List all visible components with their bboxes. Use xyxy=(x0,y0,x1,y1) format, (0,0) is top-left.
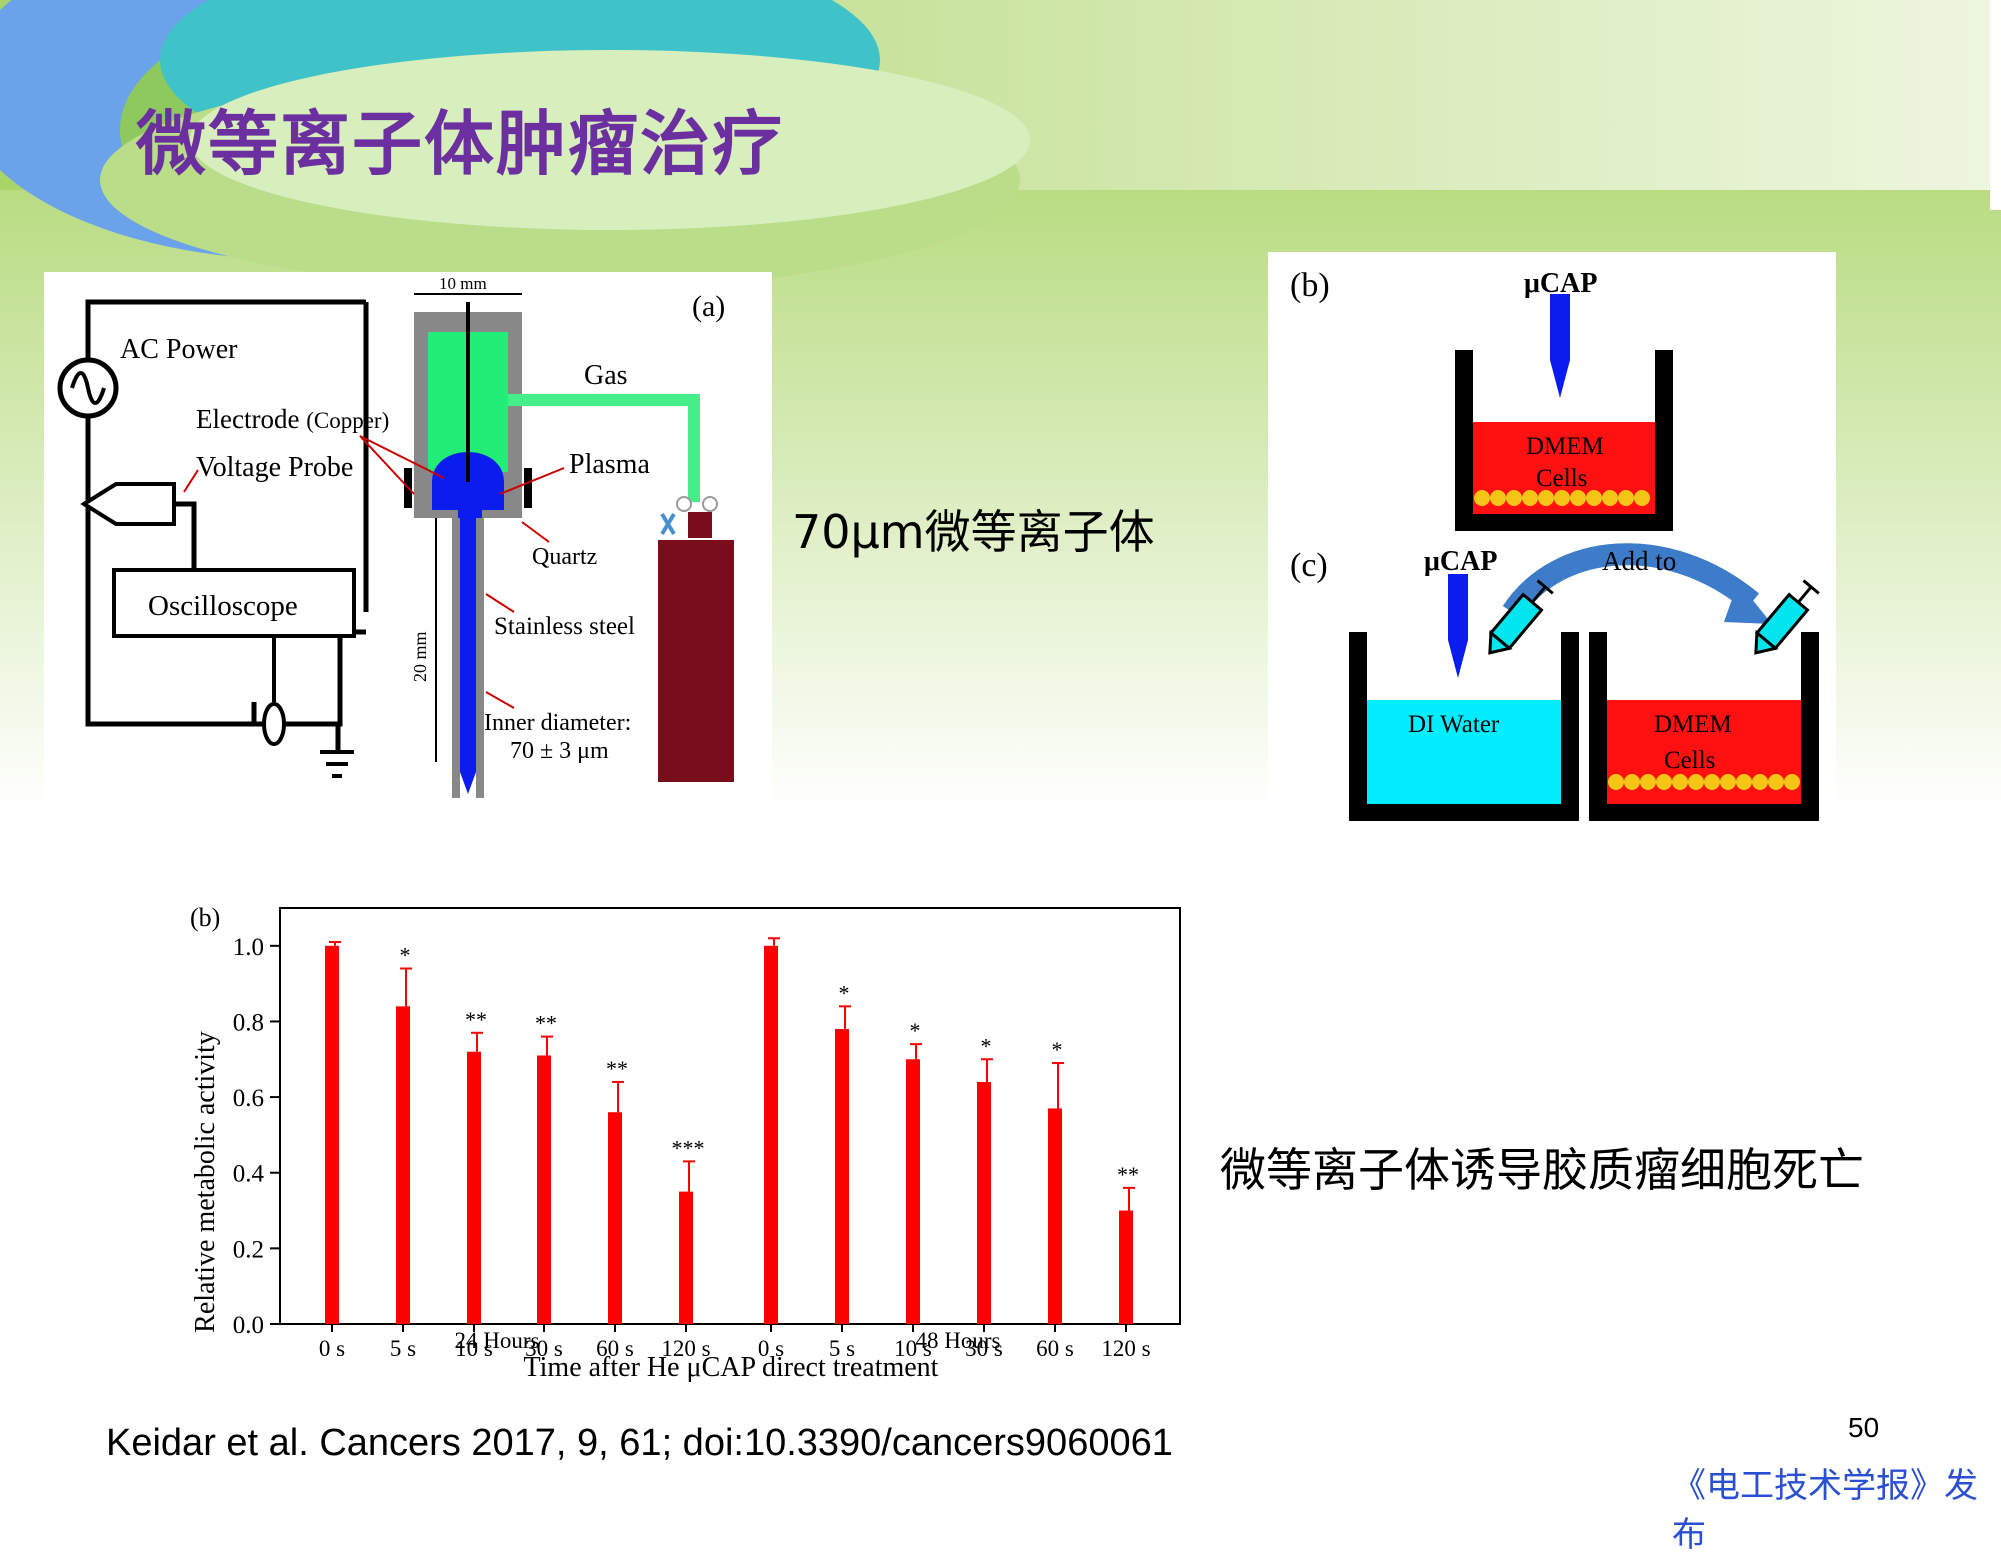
panel-a-label: (a) xyxy=(692,290,725,323)
well-c-water xyxy=(1349,632,1579,821)
bar xyxy=(467,1051,481,1324)
bar xyxy=(764,945,778,1324)
gas-cylinder xyxy=(658,540,734,782)
y-tick-label: 0.0 xyxy=(233,1312,264,1339)
metabolic-activity-chart: (b) Relative metabolic activity Time aft… xyxy=(190,903,1181,1383)
ac-power-label: AC Power xyxy=(120,334,238,365)
slide-title: 微等离子体肿瘤治疗 xyxy=(136,103,784,185)
inner-diameter-value: 70 ± 3 μm xyxy=(510,738,609,764)
ucap-b-label: μCAP xyxy=(1524,268,1597,299)
dmem-b-label: DMEM xyxy=(1526,433,1604,460)
significance-label: * xyxy=(400,943,411,968)
y-tick-label: 1.0 xyxy=(233,934,264,961)
cells-b xyxy=(1474,490,1650,506)
device-caption: 70μm微等离子体 xyxy=(792,505,1155,559)
electrode-label: Electrode (Copper) xyxy=(196,404,389,434)
x-tick-label: 60 s xyxy=(596,1336,634,1361)
ucap-c-jet xyxy=(1448,574,1468,678)
voltage-probe-label: Voltage Probe xyxy=(196,452,353,483)
reference-citation: Keidar et al. Cancers 2017, 9, 61; doi:1… xyxy=(106,1422,1173,1464)
device-schematic: AC Power Voltage Probe Oscilloscope 10 m… xyxy=(57,274,734,798)
oscilloscope-box xyxy=(112,568,356,638)
transfer-arrow xyxy=(1502,543,1760,619)
significance-label: * xyxy=(839,980,850,1005)
plasma-label: Plasma xyxy=(569,449,650,480)
syringe-left-icon xyxy=(1488,579,1554,655)
voltage-probe-icon xyxy=(80,482,176,526)
y-axis-label: Relative metabolic activity xyxy=(190,1031,221,1333)
plot-frame xyxy=(279,907,1181,1325)
dimension-top-label: 10 mm xyxy=(439,274,487,293)
x-tick-label: 30 s xyxy=(525,1336,563,1361)
bar xyxy=(906,1059,920,1324)
inner-capillary xyxy=(460,518,476,794)
page-number: 50 xyxy=(1848,1412,1880,1443)
cells-b-label: Cells xyxy=(1536,465,1587,492)
gas-label: Gas xyxy=(584,360,628,391)
syringe-right-icon xyxy=(1754,579,1820,655)
x-tick-label: 0 s xyxy=(319,1336,345,1361)
y-tick-label: 0.6 xyxy=(233,1085,264,1112)
publisher-note: 《电工技术学报》发布 xyxy=(1672,1468,1978,1554)
add-to-label: Add to xyxy=(1602,546,1676,576)
metabolic-activity-chart-panel: (b) Relative metabolic activity Time aft… xyxy=(180,886,1190,1392)
x-tick-label: 30 s xyxy=(965,1336,1003,1361)
x-tick-label: 10 s xyxy=(455,1336,493,1361)
x-tick-label: 5 s xyxy=(829,1336,855,1361)
ground-icon xyxy=(320,750,354,778)
di-water-label: DI Water xyxy=(1408,711,1500,738)
group-label-48h: 48 Hours xyxy=(916,1328,1001,1353)
y-tick-label: 0.8 xyxy=(233,1009,264,1036)
significance-label: ** xyxy=(535,1011,557,1036)
treatment-schematic: (b) μCAP DMEM Cells (c) μCAP DI Water DM… xyxy=(1290,267,1820,821)
ucap-c-label: μCAP xyxy=(1424,546,1497,577)
quartz-label: Quartz xyxy=(532,544,597,570)
panel-c-label: (c) xyxy=(1290,547,1328,584)
bar xyxy=(835,1029,849,1324)
well-c-dmem xyxy=(1589,632,1819,821)
oscilloscope-label: Oscilloscope xyxy=(148,590,298,622)
significance-label: ** xyxy=(1117,1162,1139,1187)
y-tick-label: 0.2 xyxy=(233,1236,264,1263)
significance-label: ** xyxy=(606,1056,628,1081)
inner-diameter-label: Inner diameter: xyxy=(484,710,631,736)
significance-label: ** xyxy=(465,1007,487,1032)
bar xyxy=(1048,1108,1062,1324)
group-label-24h: 24 Hours xyxy=(455,1328,540,1353)
y-tick-label: 0.4 xyxy=(233,1161,265,1188)
bar xyxy=(537,1055,551,1324)
bar xyxy=(396,1006,410,1324)
current-probe-icon xyxy=(262,702,286,746)
cells-c-label: Cells xyxy=(1664,747,1715,774)
x-tick-label: 60 s xyxy=(1036,1336,1074,1361)
chart-panel-label: (b) xyxy=(190,903,220,932)
dimension-side-label: 20 mm xyxy=(410,631,430,682)
bar xyxy=(679,1191,693,1324)
bar xyxy=(325,945,339,1324)
x-tick-label: 120 s xyxy=(1101,1336,1150,1361)
cells-c xyxy=(1608,774,1800,790)
bar xyxy=(608,1112,622,1324)
bar xyxy=(1119,1210,1133,1324)
x-tick-label: 5 s xyxy=(390,1336,416,1361)
treatment-schematic-panel: (b) μCAP DMEM Cells (c) μCAP DI Water DM… xyxy=(1268,252,1836,836)
result-caption: 微等离子体诱导胶质瘤细胞死亡 xyxy=(1220,1143,1864,1197)
x-tick-label: 0 s xyxy=(758,1336,784,1361)
panel-b-label: (b) xyxy=(1290,267,1330,304)
dmem-c-label: DMEM xyxy=(1654,711,1732,738)
x-tick-label: 10 s xyxy=(894,1336,932,1361)
bar xyxy=(977,1081,991,1324)
significance-label: * xyxy=(910,1018,921,1043)
ucap-b-jet xyxy=(1550,294,1570,398)
stainless-steel-label: Stainless steel xyxy=(494,613,635,640)
well-b xyxy=(1455,350,1673,531)
x-tick-label: 120 s xyxy=(661,1336,710,1361)
significance-label: * xyxy=(981,1033,992,1058)
x-axis-label: Time after He μCAP direct treatment xyxy=(524,1352,939,1383)
significance-label: *** xyxy=(672,1135,705,1160)
device-schematic-panel: AC Power Voltage Probe Oscilloscope 10 m… xyxy=(44,272,772,804)
significance-label: * xyxy=(1052,1037,1063,1062)
